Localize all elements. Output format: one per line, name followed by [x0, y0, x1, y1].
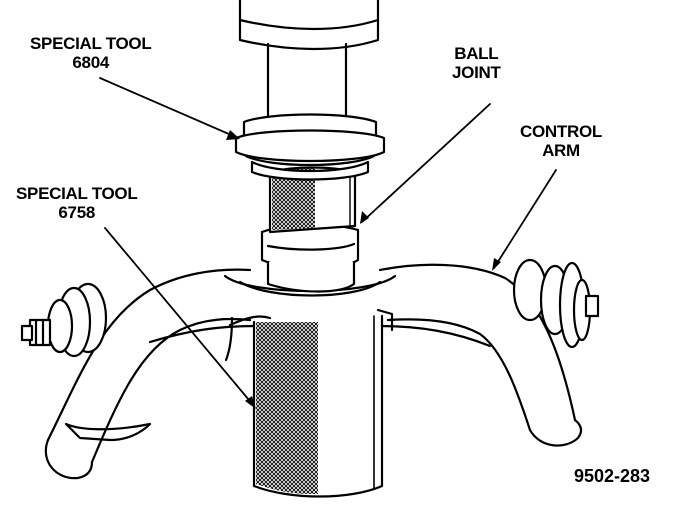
label-special-tool-6758-line1: SPECIAL TOOL	[16, 184, 138, 203]
figure-id: 9502-283	[574, 466, 651, 486]
label-control-arm-line2: ARM	[542, 141, 580, 160]
label-ball-joint: BALL JOINT	[452, 44, 501, 82]
label-special-tool-6758: SPECIAL TOOL 6758	[16, 184, 138, 222]
label-control-arm-line1: CONTROL	[520, 122, 602, 141]
arrow-control-arm	[493, 169, 557, 269]
label-ball-joint-line1: BALL	[454, 44, 499, 63]
label-special-tool-6804-line2: 6804	[72, 53, 110, 72]
label-special-tool-6804: SPECIAL TOOL 6804	[30, 34, 152, 72]
special-tool-6804-press	[234, 0, 386, 181]
arrow-special-tool-6804	[99, 77, 239, 139]
arrow-ball-joint	[361, 103, 491, 223]
label-ball-joint-line2: JOINT	[452, 63, 501, 82]
label-special-tool-6804-line1: SPECIAL TOOL	[30, 34, 152, 53]
arrowheads	[226, 130, 501, 409]
label-special-tool-6758-line2: 6758	[58, 203, 96, 222]
arrow-special-tool-6758	[104, 227, 255, 407]
right-bushing	[512, 258, 600, 349]
left-bushing	[20, 282, 108, 358]
label-control-arm: CONTROL ARM	[520, 122, 602, 160]
ball-joint	[260, 166, 360, 293]
leader-arrows	[99, 77, 557, 407]
special-tool-6758-receiver	[224, 308, 394, 498]
